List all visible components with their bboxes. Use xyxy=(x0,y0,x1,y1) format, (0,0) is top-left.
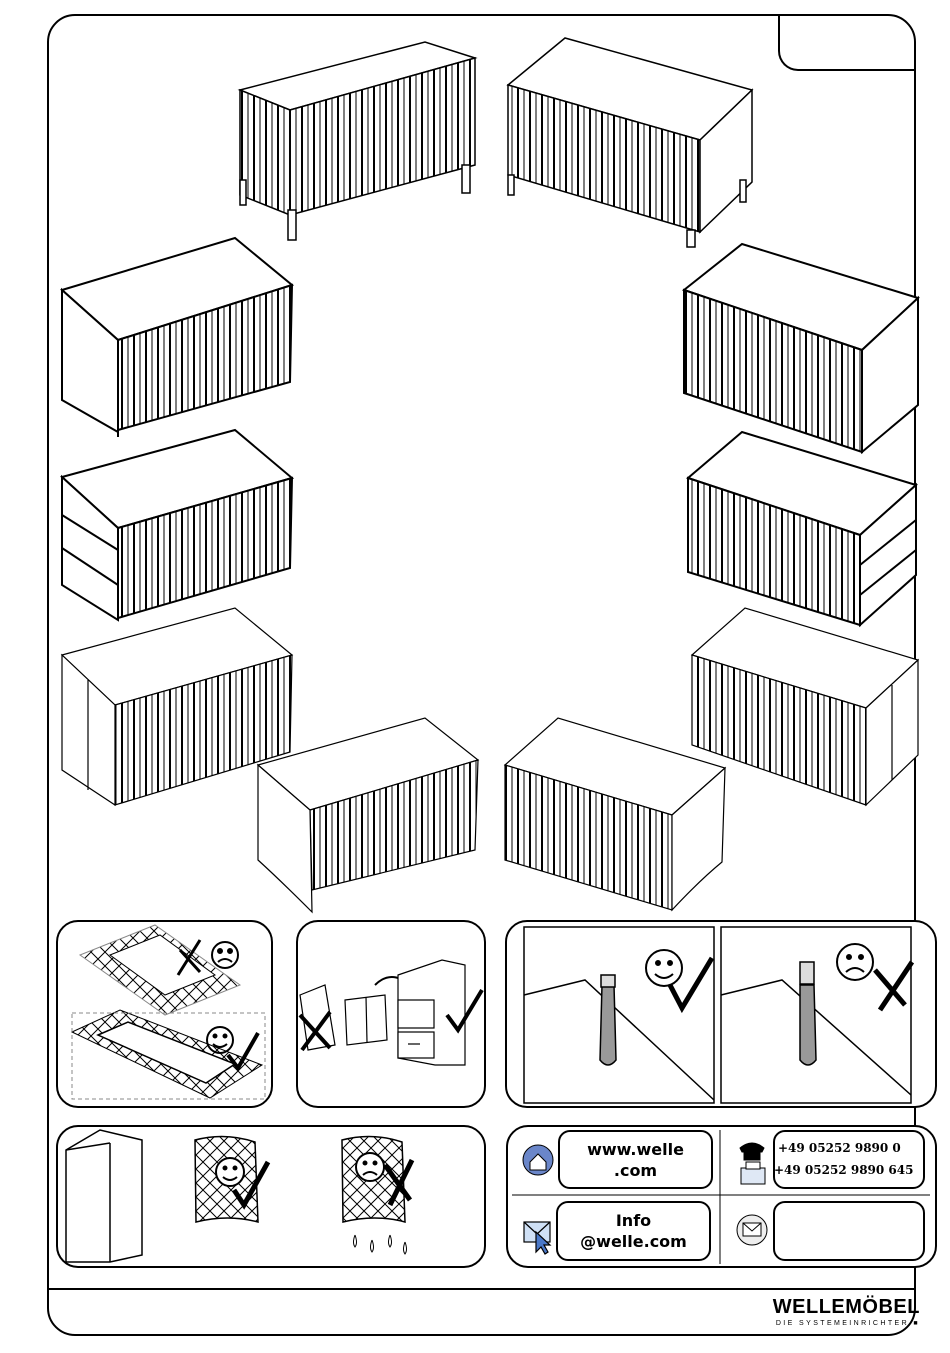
brand-tagline: DIE SYSTEMEINRICHTER ■ xyxy=(773,1320,920,1327)
wall-anchor-illustration xyxy=(524,927,911,1103)
brand-name: WELLEMÖBEL xyxy=(773,1296,920,1319)
fax-icon xyxy=(741,1162,765,1184)
envelope-icon xyxy=(524,1222,550,1254)
phone-number: +49 05252 9890 0 xyxy=(778,1141,901,1155)
brand-block: WELLEMÖBEL DIE SYSTEMEINRICHTER ■ xyxy=(773,1296,920,1327)
website-label[interactable]: www.welle .com xyxy=(558,1130,713,1189)
envelope-icon xyxy=(737,1215,767,1245)
email-label[interactable]: Info @welle.com xyxy=(556,1201,711,1261)
telephone-icon xyxy=(740,1143,764,1160)
floor-mesh-illustration xyxy=(72,925,265,1099)
phone-fax-box xyxy=(773,1130,925,1189)
empty-contact-box xyxy=(773,1201,925,1261)
manual-storage-illustration xyxy=(300,960,482,1065)
globe-icon xyxy=(523,1145,553,1175)
fax-number: +49 05252 9890 645 xyxy=(774,1163,913,1177)
footer-divider xyxy=(48,1288,914,1290)
